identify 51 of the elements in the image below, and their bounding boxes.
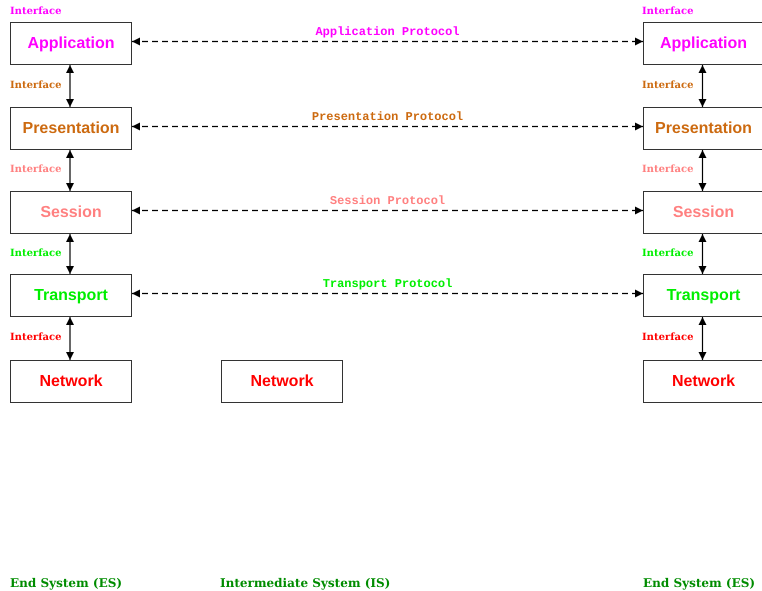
system-label: End System (ES) [10,576,122,590]
interface-label: Interface [10,6,62,17]
interface-label: Interface [642,248,694,259]
dashed-arrow [132,122,643,130]
interface-label: Interface [10,164,62,175]
interface-label: Interface [642,332,694,343]
interface-label: Interface [642,6,694,17]
layer-box [10,274,132,317]
interface-label: Interface [10,332,62,343]
arrow [698,234,706,274]
layer-name: Presentation [655,120,752,138]
layer-name: Session [40,204,102,222]
layer-name: Application [27,34,115,52]
dashed-arrow [132,290,643,298]
system-label: Intermediate System (IS) [220,576,390,590]
layer-name: Network [672,372,736,390]
layer-box [221,360,343,403]
layer-box [10,107,132,150]
layer-box [10,360,132,403]
layer-box [643,22,762,65]
layer-box [643,107,762,150]
layer-name: Application [660,34,748,52]
arrow [66,65,74,107]
interface-label: Interface [642,164,694,175]
layer-name: Transport [34,286,108,304]
dashed-arrow [132,38,643,46]
edge-label: Presentation Protocol [312,110,464,124]
system-label: End System (ES) [643,576,756,590]
arrow [66,150,74,191]
arrow [698,150,706,191]
arrow [698,65,706,107]
dashed-arrow [132,206,643,214]
arrow [66,317,74,360]
arrow [698,317,706,360]
interface-label: Interface [642,80,694,91]
edge-label: Session Protocol [330,194,446,208]
layer-box [643,191,762,234]
layer-box [643,274,762,317]
layer-name: Presentation [22,120,120,138]
edge-label: Transport Protocol [322,276,452,290]
interface-label: Interface [10,248,62,259]
layer-name: Transport [666,286,740,304]
layer-box [643,360,762,403]
layer-box [10,22,132,65]
layer-box [10,191,132,234]
layer-name: Network [250,372,314,390]
interface-label: Interface [10,80,62,91]
layer-name: Session [672,204,734,222]
arrow [66,234,74,274]
layer-name: Network [39,372,103,390]
edge-label: Application Protocol [315,24,460,38]
